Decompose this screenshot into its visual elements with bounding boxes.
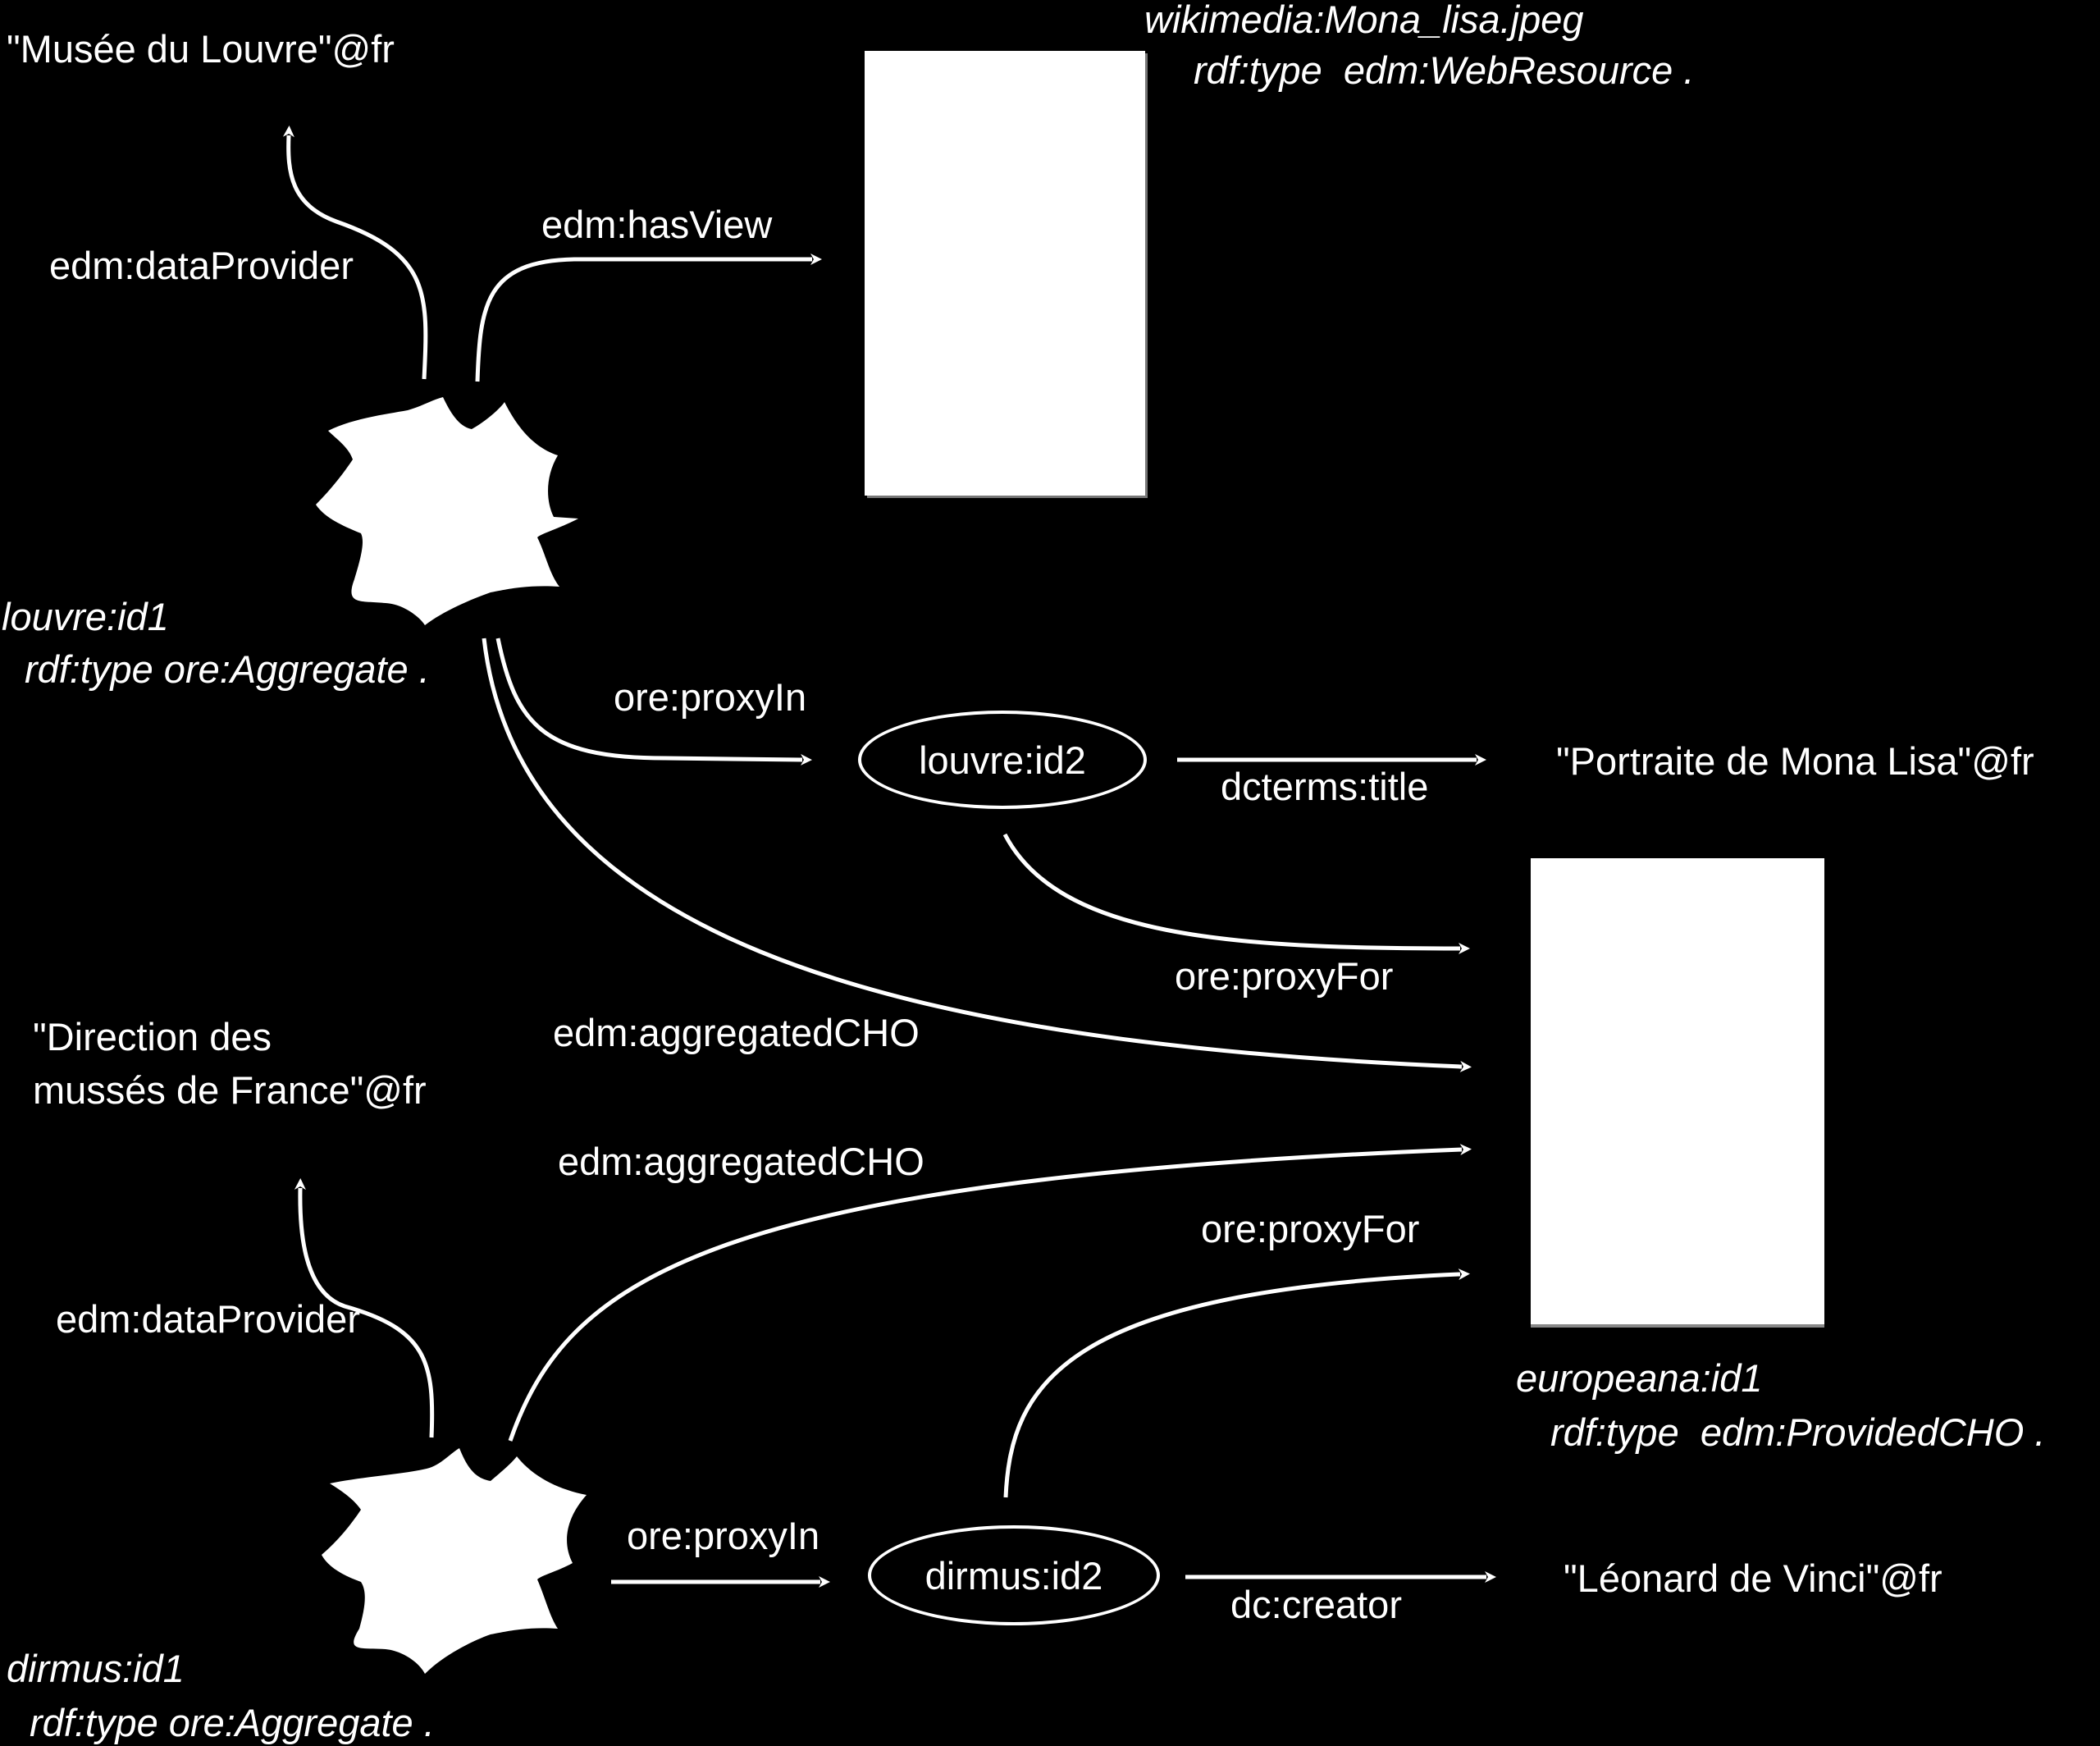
edge-dirmus-aggregated-cho [508, 1144, 1472, 1442]
web-resource-type: rdf:type edm:WebResource . [1194, 48, 1695, 92]
dirmus-aggregation-name: dirmus:id1 [7, 1647, 185, 1690]
louvre-proxy-label: louvre:id2 [919, 738, 1086, 782]
dirmus-aggregation-node [322, 1448, 587, 1674]
edge-label-dc-creator: dc:creator [1230, 1583, 1402, 1626]
dirmus-aggregation-type: rdf:type ore:Aggregate . [30, 1701, 435, 1744]
creator-literal: "Léonard de Vinci"@fr [1564, 1556, 1942, 1600]
title-literal: "Portraite de Mona Lisa"@fr [1556, 739, 2034, 783]
edge-label-louvre-data-provider: edm:dataProvider [49, 244, 354, 287]
edge-louvre-data-provider [282, 126, 428, 380]
louvre-aggregation-node [316, 397, 578, 625]
dirmus-proxy-label: dirmus:id2 [924, 1553, 1103, 1597]
edge-louvre-aggregated-cho [482, 638, 1472, 1072]
provided-cho-node [1531, 858, 1824, 1324]
web-resource-name: wikimedia:Mona_lisa.jpeg [1144, 0, 1584, 41]
edge-label-dirmus-proxy-for: ore:proxyFor [1201, 1207, 1420, 1250]
dirmus-proxy-node: dirmus:id2 [868, 1525, 1160, 1625]
edge-label-dirmus-aggregated-cho: edm:aggregatedCHO [558, 1140, 924, 1183]
edge-dirmus-data-provider [294, 1178, 435, 1438]
provided-cho-name: europeana:id1 [1516, 1356, 1763, 1400]
edge-label-louvre-proxy-in: ore:proxyIn [614, 675, 807, 719]
edge-has-view [475, 254, 822, 382]
edge-label-dcterms-title: dcterms:title [1221, 765, 1429, 808]
edge-louvre-proxy-in [495, 638, 812, 766]
edge-label-louvre-proxy-for: ore:proxyFor [1175, 954, 1394, 998]
louvre-proxy-node: louvre:id2 [858, 711, 1147, 809]
edge-louvre-proxy-for [1002, 833, 1470, 954]
dirmus-literal-line1: "Direction des [33, 1015, 272, 1058]
edge-label-louvre-aggregated-cho: edm:aggregatedCHO [553, 1011, 920, 1054]
louvre-aggregation-type: rdf:type ore:Aggregate . [25, 647, 430, 691]
edge-label-dirmus-proxy-in: ore:proxyIn [627, 1514, 820, 1557]
edge-label-has-view: edm:hasView [541, 203, 773, 246]
dirmus-literal-line2: mussés de France"@fr [33, 1068, 427, 1112]
louvre-aggregation-name: louvre:id1 [2, 595, 169, 638]
edge-label-dirmus-data-provider: edm:dataProvider [56, 1297, 360, 1341]
edge-dirmus-proxy-for [1003, 1268, 1470, 1498]
louvre-literal: "Musée du Louvre"@fr [7, 27, 395, 71]
provided-cho-type: rdf:type edm:ProvidedCHO . [1550, 1410, 2046, 1454]
web-resource-node [865, 51, 1145, 496]
